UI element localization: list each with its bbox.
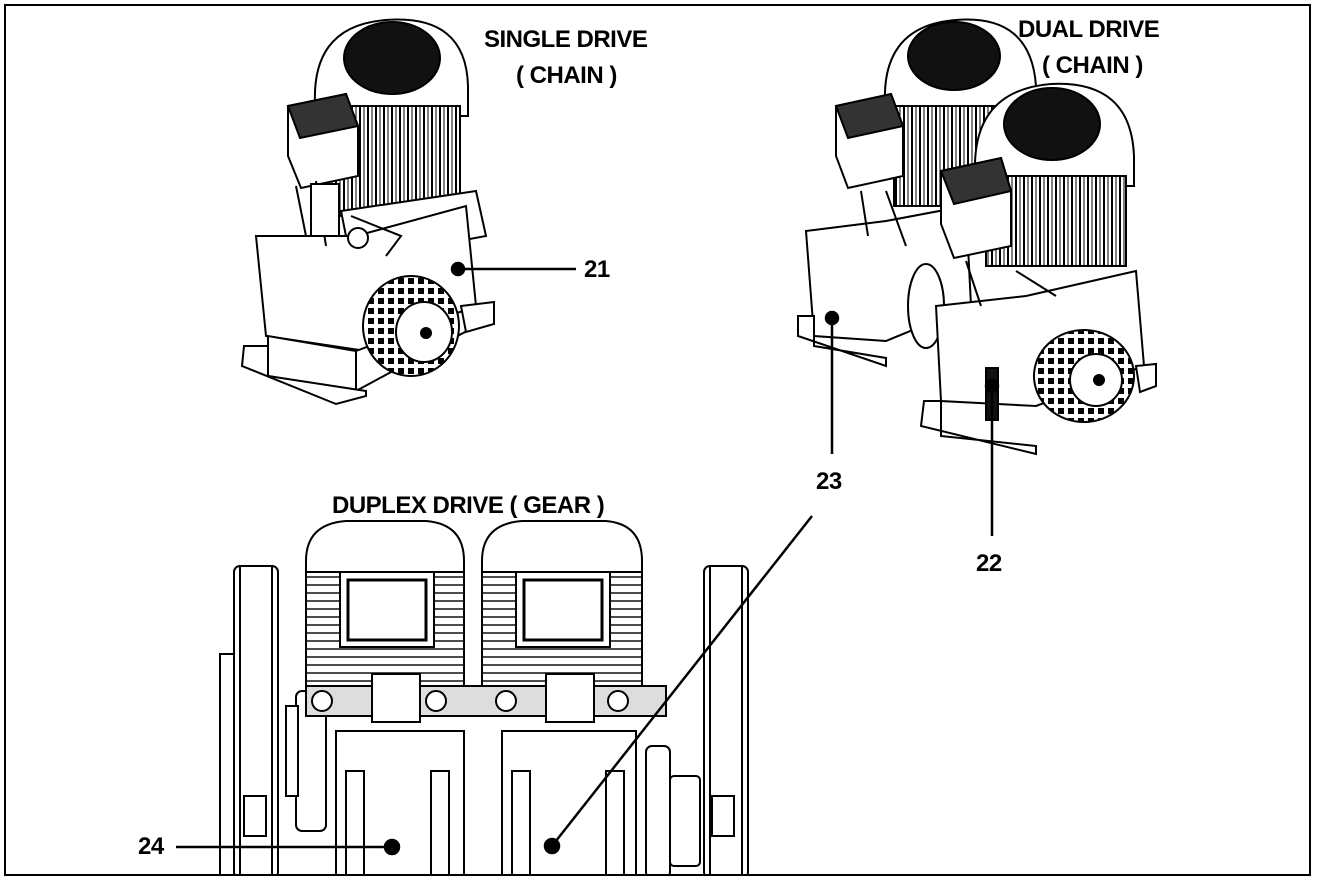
callout-leaders bbox=[176, 261, 1000, 856]
dual-drive-title: DUAL DRIVE bbox=[1018, 16, 1160, 43]
dual-drive-subtitle: ( CHAIN ) bbox=[1042, 52, 1143, 79]
callout-23-top: 23 bbox=[816, 468, 842, 495]
drive-illustrations bbox=[176, 18, 1157, 874]
duplex-drive-title: DUPLEX DRIVE ( GEAR ) bbox=[332, 492, 605, 519]
callout-22: 22 bbox=[976, 550, 1002, 577]
callout-21: 21 bbox=[584, 256, 610, 283]
diagram-frame: SINGLE DRIVE ( CHAIN ) DUAL DRIVE ( CHAI… bbox=[4, 4, 1311, 876]
single-drive-illustration bbox=[240, 18, 495, 406]
callout-24: 24 bbox=[138, 833, 164, 860]
single-drive-subtitle: ( CHAIN ) bbox=[516, 62, 617, 89]
single-drive-title: SINGLE DRIVE bbox=[484, 26, 648, 53]
duplex-drive-illustration bbox=[219, 520, 749, 874]
dual-drive-illustration bbox=[797, 18, 1157, 456]
